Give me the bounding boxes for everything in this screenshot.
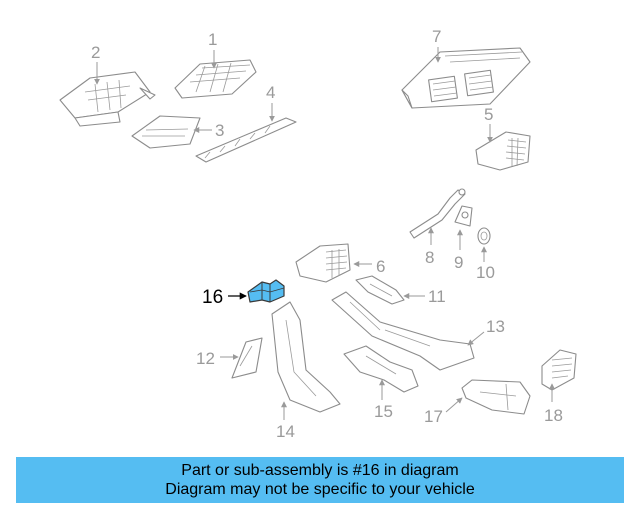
callout-18: 18 (544, 406, 563, 425)
leader-13 (467, 331, 485, 346)
callout-10: 10 (476, 263, 495, 282)
callout-2: 2 (91, 43, 100, 62)
part-5-side-vent[interactable] (475, 131, 531, 171)
banner-line-1: Part or sub-assembly is #16 in diagram (181, 462, 459, 479)
callout-6: 6 (376, 257, 385, 276)
part-10-knob[interactable] (477, 227, 491, 245)
callout-12: 12 (196, 349, 215, 368)
part-16-highlighted[interactable] (247, 279, 285, 303)
part-15-duct[interactable] (343, 345, 419, 393)
part-9-clip[interactable] (454, 205, 473, 227)
part-8-rod[interactable] (409, 188, 466, 239)
leader-17 (445, 397, 463, 413)
part-2-center-duct[interactable] (59, 71, 156, 127)
callout-13: 13 (486, 317, 505, 336)
callout-15: 15 (374, 402, 393, 421)
part-11-bracket[interactable] (355, 275, 405, 305)
callout-14: 14 (276, 422, 295, 441)
part-4-strip[interactable] (195, 117, 297, 163)
part-1-defroster-vent[interactable] (174, 59, 257, 99)
part-14-vertical-duct[interactable] (271, 301, 341, 413)
callout-5: 5 (484, 105, 493, 124)
callout-16: 16 (202, 287, 223, 308)
part-17-rear-duct[interactable] (461, 379, 531, 415)
part-12-bracket[interactable] (231, 337, 263, 379)
part-6-lower-vent[interactable] (295, 243, 351, 283)
callout-4: 4 (266, 83, 275, 102)
info-banner: Part or sub-assembly is #16 in diagram D… (16, 457, 624, 503)
banner-line-2: Diagram may not be specific to your vehi… (165, 481, 475, 498)
callout-11: 11 (428, 287, 446, 306)
parts-diagram: 2 1 3 4 7 5 8 (59, 27, 577, 441)
callout-3: 3 (215, 121, 224, 140)
callout-17: 17 (424, 407, 443, 426)
part-7-center-vent[interactable] (401, 47, 531, 109)
part-18-rear-vent[interactable] (541, 349, 577, 391)
callout-1: 1 (208, 30, 217, 49)
callout-9: 9 (454, 253, 463, 272)
part-3-panel[interactable] (131, 115, 201, 149)
part-13-duct[interactable] (331, 291, 475, 371)
callout-7: 7 (432, 27, 441, 46)
callout-8: 8 (425, 248, 434, 267)
